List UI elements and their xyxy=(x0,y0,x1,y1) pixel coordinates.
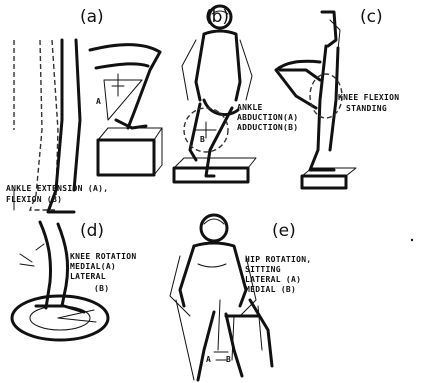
marker-b: B xyxy=(200,135,205,144)
ankle-abduction-figure-icon: B xyxy=(174,6,256,182)
panel-e-caption-line-4: MEDIAL (B) xyxy=(245,285,296,294)
panel-b-caption-line-2: ABDUCTION(A) xyxy=(237,113,298,122)
panel-b: (b) B ANKLE ABDUCTION(A) xyxy=(174,6,298,182)
speck-mark xyxy=(411,239,413,241)
panel-d: (d) KNEE ROTATION MEDIAL(A) LATERAL (B) xyxy=(12,221,137,340)
hip-rotation-figure-icon: A B xyxy=(170,215,272,380)
panel-e-caption-line-3: LATERAL (A) xyxy=(245,275,301,284)
marker-e-b: B xyxy=(226,355,231,364)
panel-c: (c) KNEE FLEXION STANDING xyxy=(276,7,399,188)
panel-e-caption-line-1: HIP ROTATION, xyxy=(245,255,312,264)
panel-d-label: (d) xyxy=(80,221,104,241)
panel-e-caption-line-2: SITTING xyxy=(245,265,281,274)
panel-e: (e) A B HIP R xyxy=(170,215,312,380)
panel-b-caption-line-3: ADDUCTION(B) xyxy=(237,123,298,132)
panel-a-caption-line-1: ANKLE EXTENSION (A), xyxy=(6,184,108,193)
panel-d-caption-line-1: KNEE ROTATION xyxy=(70,252,137,261)
panel-c-label: (c) xyxy=(360,7,383,27)
panel-a: (a) A ANKLE EXTENSION (A), xyxy=(6,7,162,212)
panel-a-label: (a) xyxy=(80,7,104,27)
panel-d-caption-line-4: (B) xyxy=(94,284,109,293)
panel-d-caption-line-2: MEDIAL(A) xyxy=(70,262,116,271)
panel-c-caption-line-1: KNEE FLEXION xyxy=(338,93,399,102)
marker-a: A xyxy=(96,97,101,106)
marker-e-a: A xyxy=(206,355,211,364)
panel-d-caption-line-3: LATERAL xyxy=(70,272,106,281)
panel-a-caption-line-2: FLEXION (B) xyxy=(6,195,62,204)
panel-b-caption-line-1: ANKLE xyxy=(237,103,263,112)
panel-c-caption-line-2: STANDING xyxy=(346,104,387,113)
panel-e-label: (e) xyxy=(272,221,296,241)
